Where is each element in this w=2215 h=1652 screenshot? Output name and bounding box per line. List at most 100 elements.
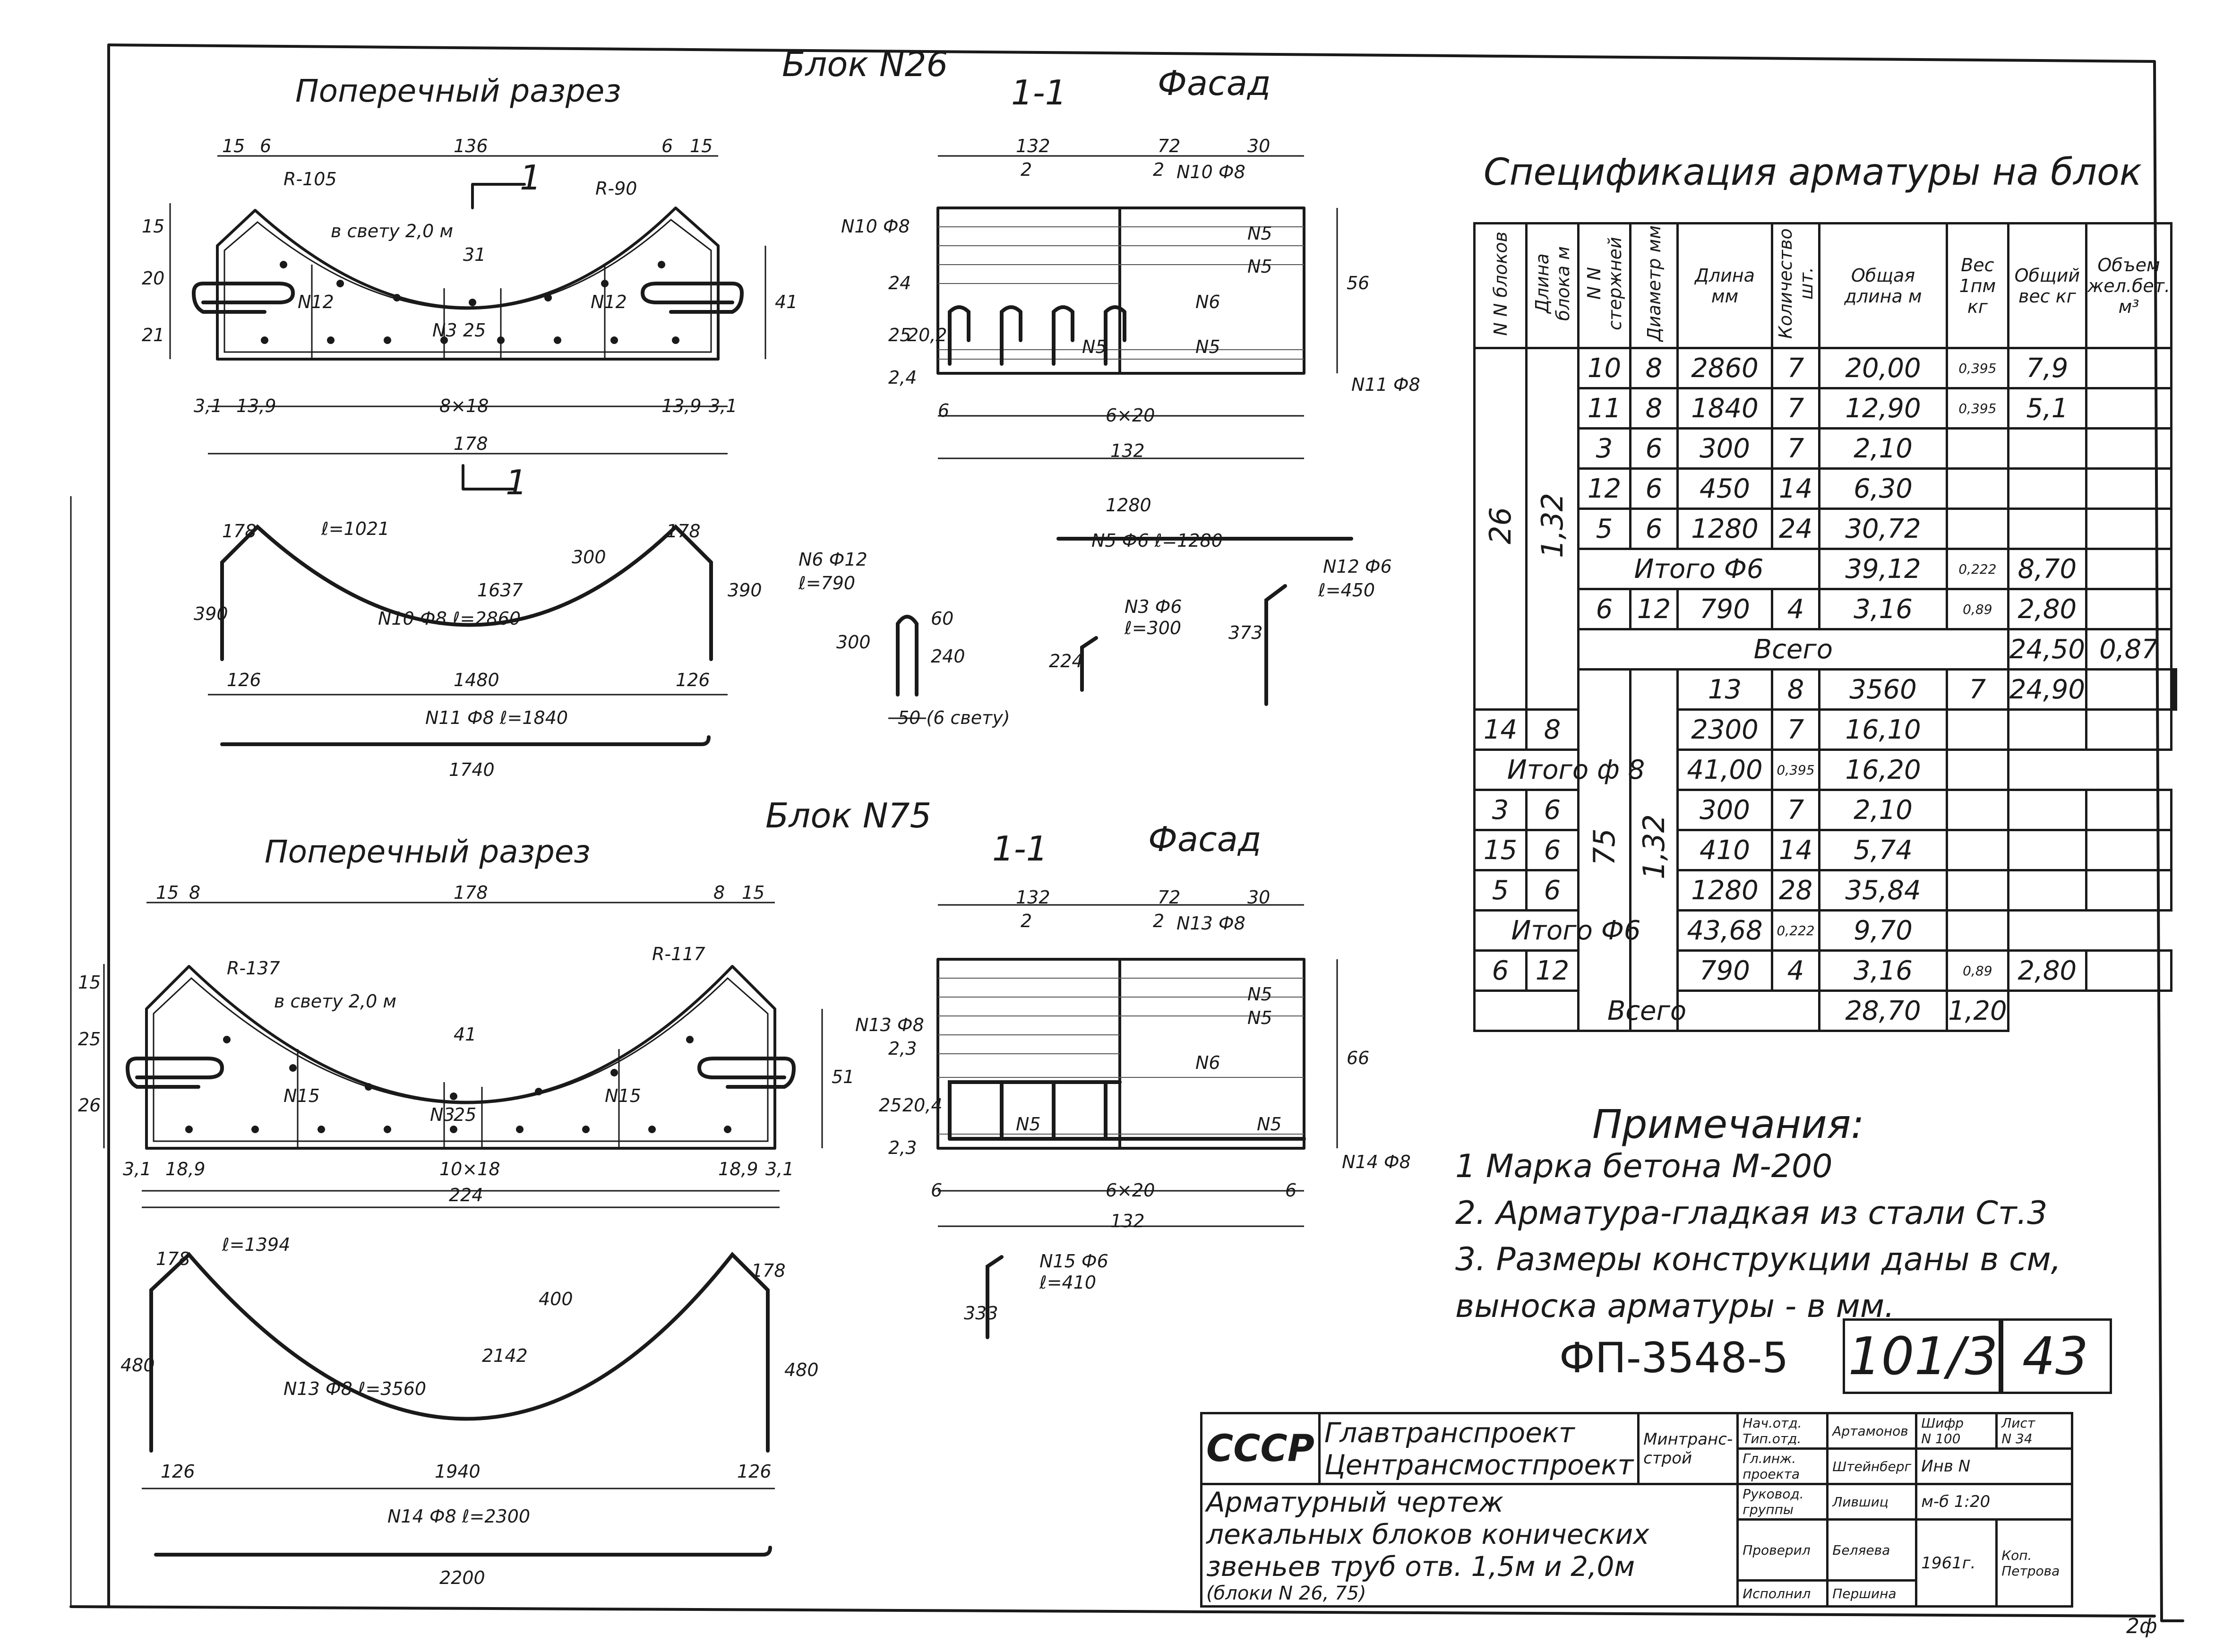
spec-cell: 9,70 [1818,909,1948,952]
block75-dim-side-1: 15 [78,972,101,993]
bar13-end-dim-right: 126 [737,1461,772,1482]
block26-facade-bar-n10-top: N10 Ф8 [1176,162,1245,182]
spec-cell [2085,548,2173,590]
block26-facade-dim-20-2: 20,2 [907,325,947,345]
block26-facade-dim-2a: 2 [1021,159,1032,180]
block26-facade-bar-n5-a: N5 [1247,223,1272,244]
bar6-dim-240: 240 [931,646,965,667]
spec-cell: 14 [1771,829,1820,871]
spec-table: N N блоков Длина блока м N N стержней Ди… [1473,222,2178,1032]
bar10-hook-dim: ℓ=1021 [321,518,390,539]
bar13-side-dim: 480 [120,1355,155,1376]
block26-section-label: 1-1 [1011,73,1067,112]
block75-dim-top-2: 8 [189,882,201,903]
bar15-dim: 333 [964,1303,998,1324]
block75-facade-bar-n5-d: N5 [1257,1114,1282,1135]
spec-cell: 5,74 [1818,829,1948,871]
spec-cell: 2,10 [1818,427,1948,470]
block26-facade-dim-6x20: 6×20 [1106,405,1155,426]
block26-cross-section-title: Поперечный разрез [295,73,621,109]
spec-cell: 0,395 [1946,347,2009,389]
block75-facade-dim-6: 6 [931,1180,943,1201]
spec-cell: 43,68 [1676,909,1773,952]
spec-cell: 2,80 [2007,588,2088,630]
spec-cell: 300 [1676,789,1773,831]
block26-facade-dim-30: 30 [1247,136,1271,156]
spec-cell: 0,87 [2085,628,2173,671]
spec-cell [1946,789,2009,831]
block75-bottom-dim-2: 18,9 [165,1159,206,1179]
bar13-arc-dim: 2142 [482,1345,528,1366]
spec-cell: 20,00 [1818,347,1948,389]
tb-name: Лившиц [1826,1483,1918,1521]
tb-role: Гл.инж. проекта [1736,1447,1829,1485]
bar10-side-dim-right: 390 [728,580,762,601]
bar10-top-dim-right: 178 [666,521,701,542]
spec-cell: 14 [1473,708,1528,751]
tb-role: Нач.отд. Тип.отд. [1736,1412,1829,1450]
note-item: 1 Марка бетона М-200 [1455,1148,1833,1185]
spec-cell: 6 [1577,588,1631,630]
block26-facade-dim-24: 24 [888,273,911,293]
spec-cell [1946,427,2009,470]
bar5-length: 1280 [1106,495,1151,516]
block26-facade-bar-n5-d: N5 [1195,336,1220,357]
spec-cell [2007,869,2088,912]
spec-cell: 12 [1525,949,1580,992]
block26-dim-side-4: 41 [775,292,798,312]
block26-bottom-dim-3: 8×18 [439,396,489,416]
spec-cell [2085,789,2173,831]
frame-bottom-edge [69,1605,2156,1618]
block75-facade-dim-6-right: 6 [1285,1180,1297,1201]
bar10-base-dim: 1480 [454,670,499,690]
spec-total-row: Всего 28,70 1,20 [1473,989,2176,1032]
spec-cell: 12 [1577,467,1631,510]
block75-radius-right: R-117 [652,944,705,964]
block26-dim-top-4: 6 [661,136,673,156]
spec-cell: 410 [1676,829,1773,871]
block75-facade-dim-72: 72 [1158,887,1181,908]
spec-cell: 7 [1771,789,1820,831]
spec-header-bar-no: N N стержней [1577,222,1631,349]
block75-dim-side-5: 41 [454,1024,477,1045]
tb-role: Исполнил [1736,1579,1829,1608]
spec-cell: 13 [1676,668,1773,711]
block26-dim-side-2: 20 [142,268,165,289]
bar13-hook-dim: ℓ=1394 [222,1234,291,1255]
block26-dim-side-3: 21 [142,325,165,345]
spec-row: 15 6 410 14 5,74 [1473,829,2176,871]
spec-cell: 6 [1629,467,1679,510]
spec-header-diameter: Диаметр мм [1629,222,1679,349]
block75-clear-label: в свету 2,0 м [274,991,397,1012]
spec-cell [2007,467,2088,510]
block75-facade-bar-n5-a: N5 [1247,984,1272,1005]
spec-block-length: 1,32 [1525,347,1580,711]
spec-row: 6 12 790 4 3,16 0,89 2,80 [1473,949,2176,992]
block75-facade-dim-2-3a: 2,3 [888,1038,917,1059]
spec-cell: 0,222 [1771,909,1820,952]
tb-ministry: Минтранс- строй [1637,1412,1739,1485]
block26-section-mark-top: 1 [520,158,541,198]
tb-organization: Главтранспроект Центрансмостпроект [1318,1412,1640,1485]
block75-facade-dim-132: 132 [1016,887,1050,908]
spec-header-block-no: N N блоков [1473,222,1528,349]
bar5-label: N5 Ф6 ℓ=1280 [1091,530,1223,551]
spec-header-row: N N блоков Длина блока м N N стержней Ди… [1473,222,2176,349]
block75-bottom-dim-1: 3,1 [123,1159,152,1179]
spec-cell: 10 [1577,347,1631,389]
spec-cell [2007,708,2088,751]
block75-facade-bar-n5-c: N5 [1016,1114,1041,1135]
block26-facade-dim-72: 72 [1158,136,1181,156]
spec-row: 5 6 1280 24 30,72 [1475,508,2176,550]
block26-facade-dim-6: 6 [938,400,950,421]
spec-cell: 450 [1676,467,1773,510]
bar13-top-dim-right: 178 [751,1260,786,1281]
spec-cell [2085,588,2173,630]
spec-cell: 11 [1577,387,1631,430]
spec-cell [2085,508,2173,550]
spec-cell: 3 [1473,789,1528,831]
tb-role: Руковод. группы [1736,1483,1829,1521]
block75-facade-bar-n5-b: N5 [1247,1007,1272,1028]
bar3-label: N3 Ф6 [1125,596,1182,617]
